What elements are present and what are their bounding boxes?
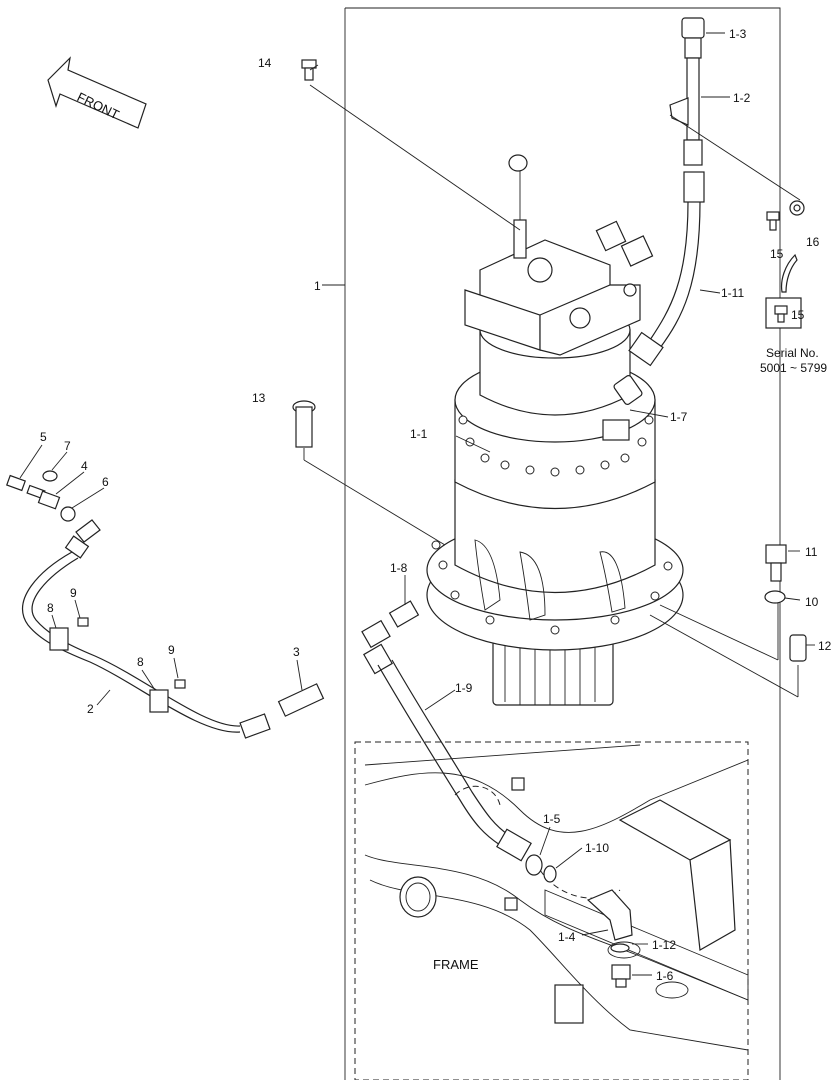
hose-1-9 [361,619,532,862]
callout-5: 5 [40,430,47,444]
callout-8b: 8 [137,655,144,669]
callout-11: 11 [805,545,818,559]
callout-7: 7 [64,439,71,453]
callout-16: 16 [806,235,820,249]
serial-note-line2: 5001 ~ 5799 [760,361,827,375]
callout-1-2: 1-2 [733,91,751,105]
callout-labels: 1-3 1-2 14 16 15 15 1 1-11 13 1-7 1-1 5 … [40,27,832,983]
frame-detail-box: FRAME [354,741,749,1080]
callout-10: 10 [805,595,819,609]
callout-12: 12 [818,639,832,653]
callout-1-10: 1-10 [585,841,609,855]
fittings-left [6,470,76,522]
callout-9a: 9 [70,586,77,600]
callout-1-4: 1-4 [558,930,576,944]
callout-13: 13 [252,391,266,405]
drain-hose-assembly [602,17,705,441]
fitting-1-8 [388,600,420,628]
callout-4: 4 [81,459,88,473]
callout-1-5: 1-5 [543,812,561,826]
hardware-right [764,544,807,662]
pilot-hose-assembly [22,519,325,739]
callout-1-12: 1-12 [652,938,676,952]
front-arrow-icon: FRONT [47,56,147,129]
pin-13 [292,400,316,448]
callout-6: 6 [102,475,109,489]
callout-1-3: 1-3 [729,27,747,41]
callout-1-9: 1-9 [455,681,473,695]
hardware-top [301,59,805,329]
callout-15b: 15 [791,308,805,322]
leader-lines [19,32,815,976]
callout-8a: 8 [47,601,54,615]
callout-1-11: 1-11 [721,286,744,300]
callout-1-8: 1-8 [390,561,408,575]
serial-note-line1: Serial No. [766,346,819,360]
callout-3: 3 [293,645,300,659]
callout-15a: 15 [770,247,784,261]
callout-2: 2 [87,702,94,716]
assembly-bracket [322,7,781,1080]
callout-1-6: 1-6 [656,969,674,983]
callout-1-1: 1-1 [410,427,428,441]
callout-1: 1 [314,279,321,293]
swing-motor-assembly [426,154,684,706]
callout-9b: 9 [168,643,175,657]
callout-14: 14 [258,56,272,70]
frame-label: FRAME [433,957,479,972]
callout-1-7: 1-7 [670,410,688,424]
